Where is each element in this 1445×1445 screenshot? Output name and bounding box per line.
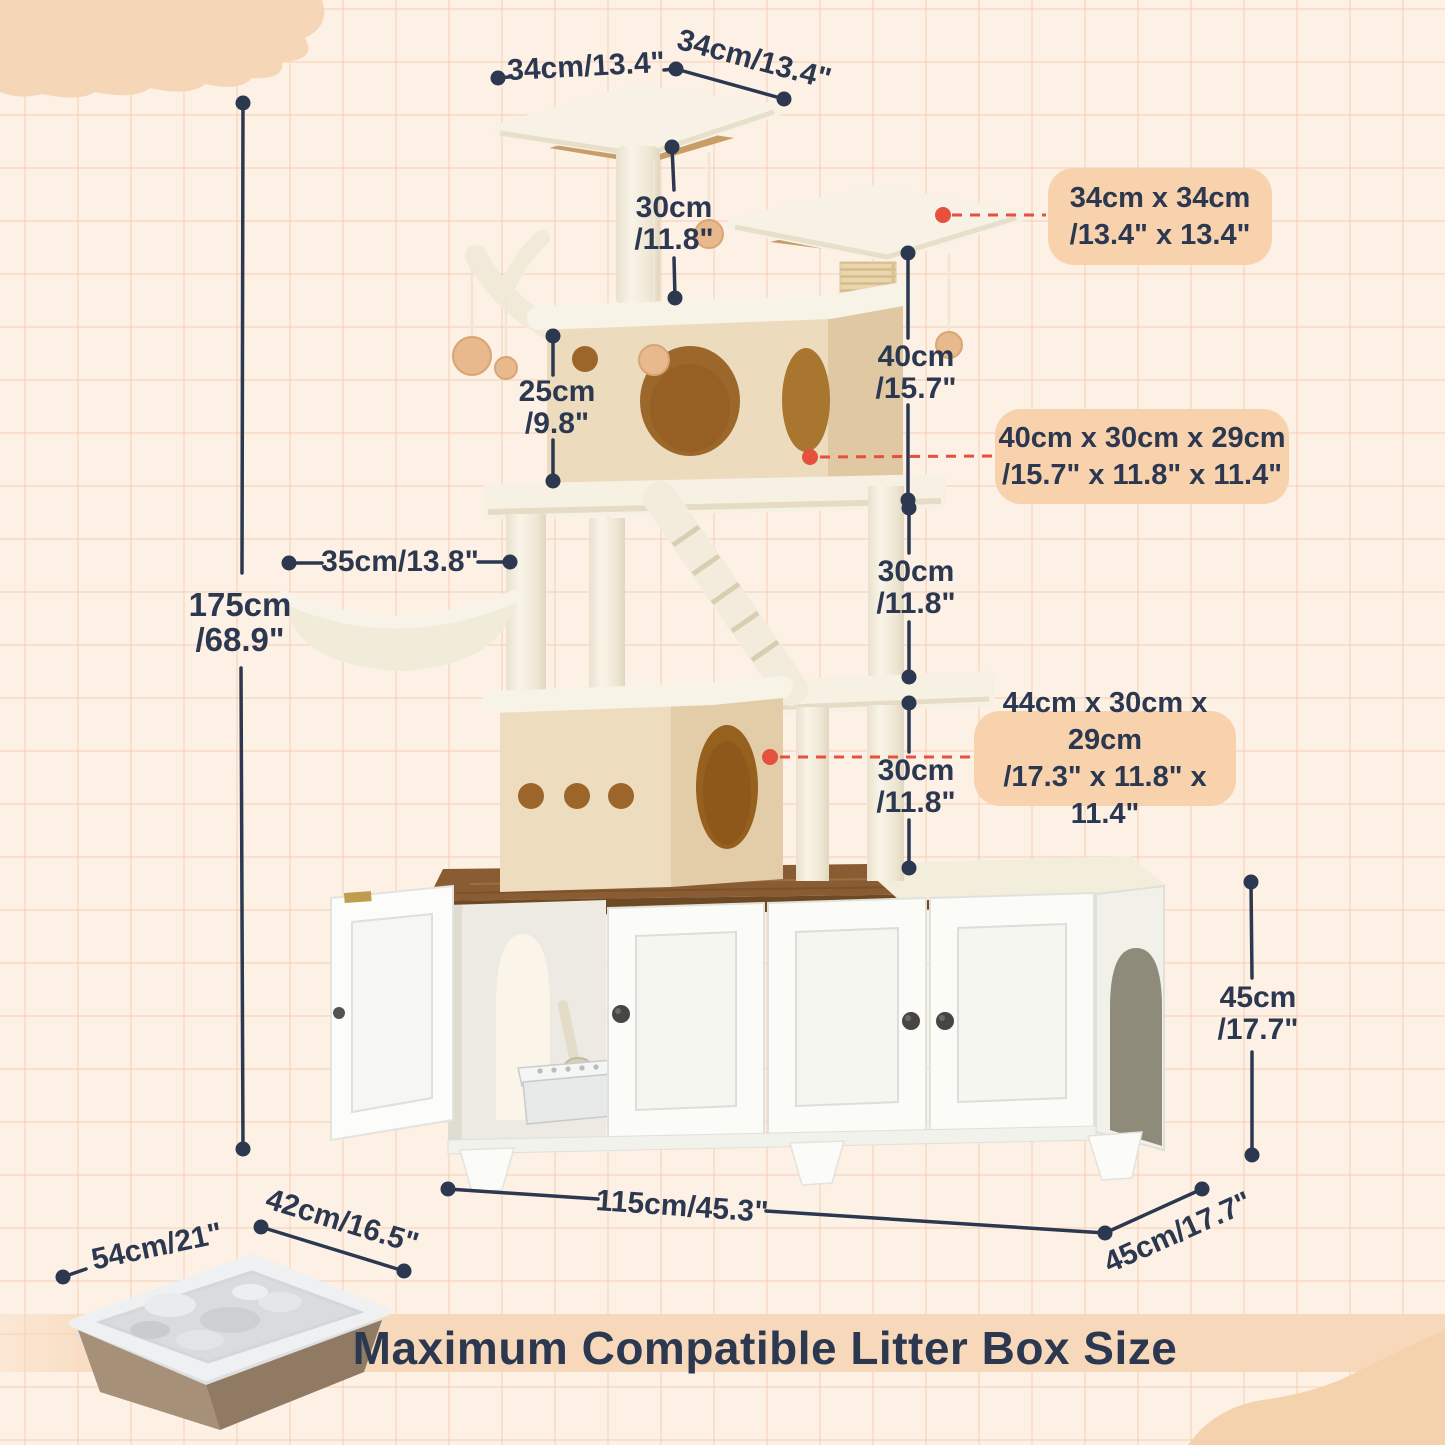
dim-mid-level-gap: 30cm /11.8" [876,555,956,620]
dimension-dots [55,61,1260,1285]
dim-upper-house-height: 25cm /9.8" [518,375,596,440]
dim-top-post-height: 30cm /11.8" [634,191,714,256]
dim-total-height: 175cm /68.9" [188,586,292,658]
cloud-decoration [0,0,325,98]
callout-upper-house-size: 40cm x 30cm x 29cm /15.7" x 11.8" x 11.4… [995,409,1289,504]
callout-lower-house-size: 44cm x 30cm x 29cm /17.3" x 11.8" x 11.4… [974,687,1236,830]
dim-cabinet-height: 45cm /17.7" [1217,981,1299,1046]
litter-box-illustration [69,1254,390,1430]
dim-hammock-width: 35cm/13.8" [321,545,479,578]
wave-decoration [1188,1330,1445,1445]
door-knobs [612,1005,954,1030]
open-door [330,884,454,1142]
callout-leader-lines [780,213,1046,759]
litter-clumps [130,1284,302,1350]
hammock [277,589,522,671]
callout-top-platform-size: 34cm x 34cm /13.4" x 13.4" [1048,168,1272,265]
dim-scratch-post-height: 40cm /15.7" [875,340,957,405]
banner-title: Maximum Compatible Litter Box Size [352,1322,1178,1374]
dim-lower-level-gap: 30cm /11.8" [876,754,956,819]
callout-anchor-dots [762,207,951,765]
litter-box-enclosure-cabinet [330,856,1165,1193]
cat-tree [277,84,1025,892]
